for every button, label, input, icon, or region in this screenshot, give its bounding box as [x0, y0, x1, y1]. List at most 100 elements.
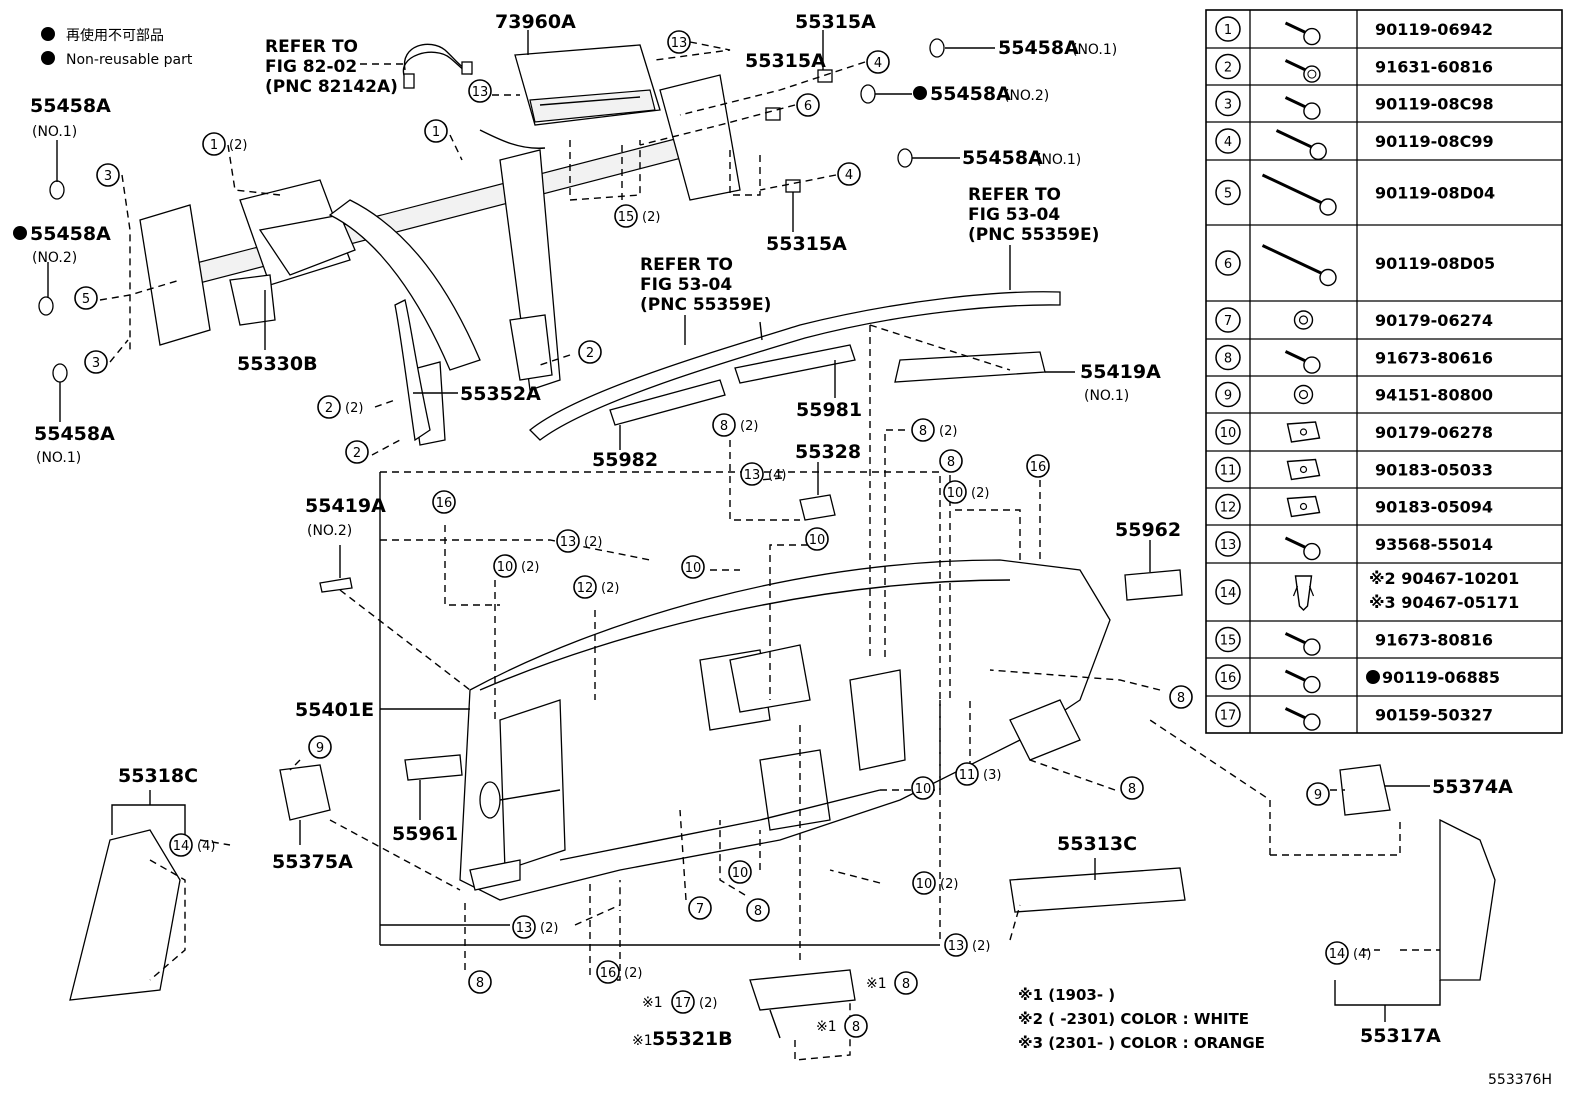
table-row: 4 90119-08C99 — [1206, 121, 1562, 161]
row-number: 1 — [1224, 23, 1232, 38]
svg-text:15: 15 — [618, 210, 635, 225]
svg-text:(PNC 55359E): (PNC 55359E) — [968, 225, 1099, 245]
bolt-washer-icon — [1284, 59, 1321, 83]
svg-text:(PNC 55359E): (PNC 55359E) — [640, 295, 771, 315]
row-number: 4 — [1224, 135, 1232, 150]
instrument-panel — [459, 559, 1111, 901]
svg-text:2: 2 — [325, 401, 333, 416]
table-row: 1 90119-06942 — [1215, 16, 1493, 46]
label-55313C: 55313C — [1057, 833, 1137, 855]
notes: ※1 (1903- ) ※2 ( -2301) COLOR : WHITE ※3… — [1018, 986, 1265, 1052]
part-number: 90119-08C98 — [1375, 95, 1494, 114]
svg-text:※1: ※1 — [816, 1019, 837, 1035]
row-number: 13 — [1220, 538, 1237, 553]
svg-text:13: 13 — [744, 468, 761, 483]
non-reusable-dot-icon — [1366, 670, 1380, 684]
legend-en: Non-reusable part — [66, 52, 193, 68]
svg-text:16: 16 — [600, 966, 617, 981]
legend: 再使用不可部品 Non-reusable part — [41, 27, 193, 68]
svg-text:(2): (2) — [601, 581, 619, 596]
label-55374A: 55374A — [1432, 776, 1513, 798]
label-55318C: 55318C — [118, 765, 198, 787]
part-number: 90183-05033 — [1375, 461, 1493, 480]
part-number: 90179-06274 — [1375, 311, 1493, 330]
svg-text:7: 7 — [696, 902, 704, 917]
svg-text:(NO.1): (NO.1) — [32, 124, 77, 140]
ref-fig-53-04-a: REFER TO FIG 53-04 (PNC 55359E) — [640, 255, 771, 345]
svg-text:(2): (2) — [939, 424, 957, 439]
row-number: 2 — [1224, 61, 1232, 76]
svg-text:(2): (2) — [229, 138, 247, 153]
row-number: 5 — [1224, 187, 1232, 202]
row-number: 16 — [1220, 671, 1237, 686]
note-2: ※2 ( -2301) COLOR : WHITE — [1018, 1010, 1249, 1028]
label-55458A-no1-right-bottom: 55458A — [962, 147, 1043, 169]
svg-text:REFER TO: REFER TO — [640, 255, 733, 275]
svg-text:(NO.1): (NO.1) — [1084, 388, 1129, 404]
svg-text:14: 14 — [173, 839, 190, 854]
label-55328: 55328 — [795, 441, 861, 463]
label-55330B: 55330B — [237, 353, 318, 375]
diagram-id: 553376H — [1488, 1072, 1552, 1088]
svg-text:REFER TO: REFER TO — [265, 37, 358, 57]
svg-text:(NO.1): (NO.1) — [1036, 152, 1081, 168]
svg-text:8: 8 — [919, 424, 927, 439]
washers — [38, 38, 945, 383]
bolt-icon — [1284, 350, 1321, 374]
svg-text:13: 13 — [671, 36, 688, 51]
svg-text:FIG 53-04: FIG 53-04 — [640, 275, 732, 295]
svg-text:(2): (2) — [584, 535, 602, 550]
svg-text:(2): (2) — [521, 560, 539, 575]
part-number: ※2 90467-10201 — [1369, 569, 1519, 588]
ref-fig-53-04-b: REFER TO FIG 53-04 (PNC 55359E) — [968, 185, 1099, 290]
table-row: 2 91631-60816 — [1206, 47, 1562, 83]
row-number: 6 — [1224, 257, 1232, 272]
part-labels: 73960A 55315A 55315A 55315A 55458A (NO.1… — [13, 11, 1552, 1088]
reinforcement-beam — [139, 74, 741, 446]
part-number: 91673-80616 — [1375, 349, 1493, 368]
row-number: 10 — [1220, 426, 1237, 441]
defroster-duct — [529, 291, 1061, 441]
bolt-icon — [1284, 96, 1321, 120]
label-55458A-no2-right: 55458A — [930, 83, 1011, 105]
svg-text:10: 10 — [732, 866, 749, 881]
svg-text:(NO.2): (NO.2) — [1004, 88, 1049, 104]
svg-text:(2): (2) — [971, 486, 989, 501]
label-55458A-left-mid: 55458A — [30, 223, 111, 245]
part-number: 90179-06278 — [1375, 423, 1493, 442]
bolt-icon — [1284, 632, 1321, 656]
svg-text:(NO.1): (NO.1) — [36, 450, 81, 466]
svg-text:(2): (2) — [972, 939, 990, 954]
svg-text:13: 13 — [516, 921, 533, 936]
non-reusable-dot-icon — [13, 226, 27, 240]
part-number: 90119-08C99 — [1375, 132, 1494, 151]
svg-text:(2): (2) — [940, 877, 958, 892]
clip-icon — [1292, 575, 1315, 611]
svg-text:16: 16 — [436, 496, 453, 511]
non-reusable-dot-icon — [41, 27, 55, 41]
label-55315A-mid: 55315A — [745, 50, 826, 72]
table-row: 8 91673-80616 — [1206, 338, 1562, 374]
svg-text:16: 16 — [1030, 460, 1047, 475]
svg-text:12: 12 — [577, 581, 594, 596]
label-55458A-left-bottom: 55458A — [34, 423, 115, 445]
svg-text:13: 13 — [472, 85, 489, 100]
svg-text:9: 9 — [316, 741, 324, 756]
label-55458A-no1-right-top: 55458A — [998, 37, 1079, 59]
part-number: 91631-60816 — [1375, 58, 1493, 77]
bolt-icon — [1284, 669, 1321, 694]
non-reusable-dot-icon — [41, 51, 55, 65]
svg-text:2: 2 — [353, 446, 361, 461]
part-number: 90119-06942 — [1375, 20, 1493, 39]
label-55961: 55961 — [392, 823, 458, 845]
row-number: 8 — [1224, 352, 1232, 367]
part-number: 91673-80816 — [1375, 631, 1493, 650]
very-long-bolt-icon — [1261, 244, 1337, 287]
